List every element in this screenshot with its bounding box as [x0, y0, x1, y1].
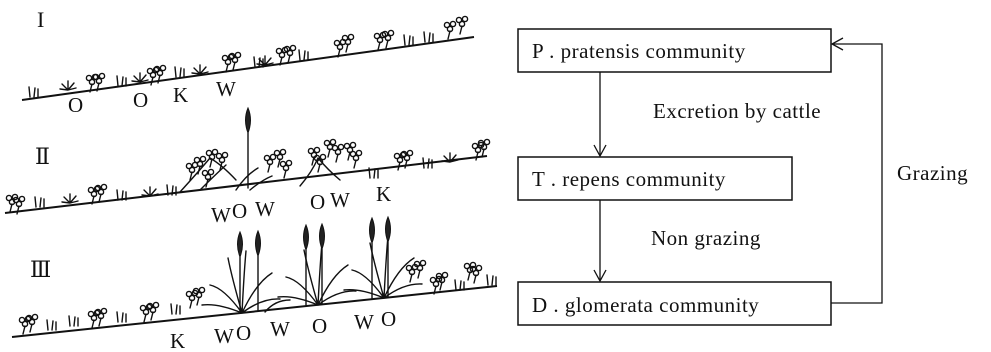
box-glomerata [517, 281, 832, 326]
arrow-excretion [593, 72, 607, 158]
panel-iii-letter-3: O [236, 321, 251, 345]
panel-ii-letter-5: W [330, 188, 350, 212]
panel-ii-letter-6: K [376, 182, 391, 206]
panel-iii-letter-2: W [214, 324, 234, 348]
panel-iii-letter-4: W [270, 317, 290, 341]
box-glomerata-label: D . glomerata community [532, 293, 759, 317]
panel-ii: Ⅱ W O [4, 107, 491, 227]
box-pratensis-label: P . pratensis community [532, 39, 746, 63]
label-excretion-by-cattle: Excretion by cattle [653, 99, 821, 123]
panel-iii-numeral: Ⅲ [30, 257, 51, 282]
panel-iii-letter-1: K [170, 329, 185, 352]
panel-i-letter-4: W [216, 77, 236, 101]
panel-i-letter-2: O [133, 88, 148, 112]
box-repens-label: T . repens community [532, 167, 726, 191]
panel-ii-ground-line [4, 155, 488, 214]
panel-iii-ground-line [11, 285, 498, 338]
flow-chart: P . pratensis community T . repens commu… [517, 28, 968, 326]
panel-ii-letter-3: W [255, 197, 275, 221]
panel-i: I O O K W [21, 7, 475, 117]
panel-iii-vegetation [18, 216, 497, 335]
panel-ii-numeral: Ⅱ [35, 144, 50, 169]
panel-iii-letter-6: W [354, 310, 374, 334]
label-non-grazing: Non grazing [651, 226, 761, 250]
panel-i-numeral: I [37, 7, 44, 32]
panel-i-letter-3: K [173, 83, 188, 107]
label-grazing: Grazing [897, 161, 968, 185]
arrow-non-grazing [593, 200, 607, 283]
box-pratensis [517, 28, 832, 73]
panel-ii-letter-1: W [211, 203, 231, 227]
panel-i-letter-1: O [68, 93, 83, 117]
panel-i-vegetation [28, 15, 469, 98]
box-repens [517, 156, 793, 201]
arrow-grazing-loop [830, 37, 883, 304]
panel-iii-letter-5: O [312, 314, 327, 338]
panel-ii-letter-2: O [232, 199, 247, 223]
panel-ii-vegetation [5, 107, 491, 215]
panel-iii: Ⅲ K W O [11, 216, 498, 352]
panel-ii-letter-4: O [310, 190, 325, 214]
panel-iii-letter-7: O [381, 307, 396, 331]
